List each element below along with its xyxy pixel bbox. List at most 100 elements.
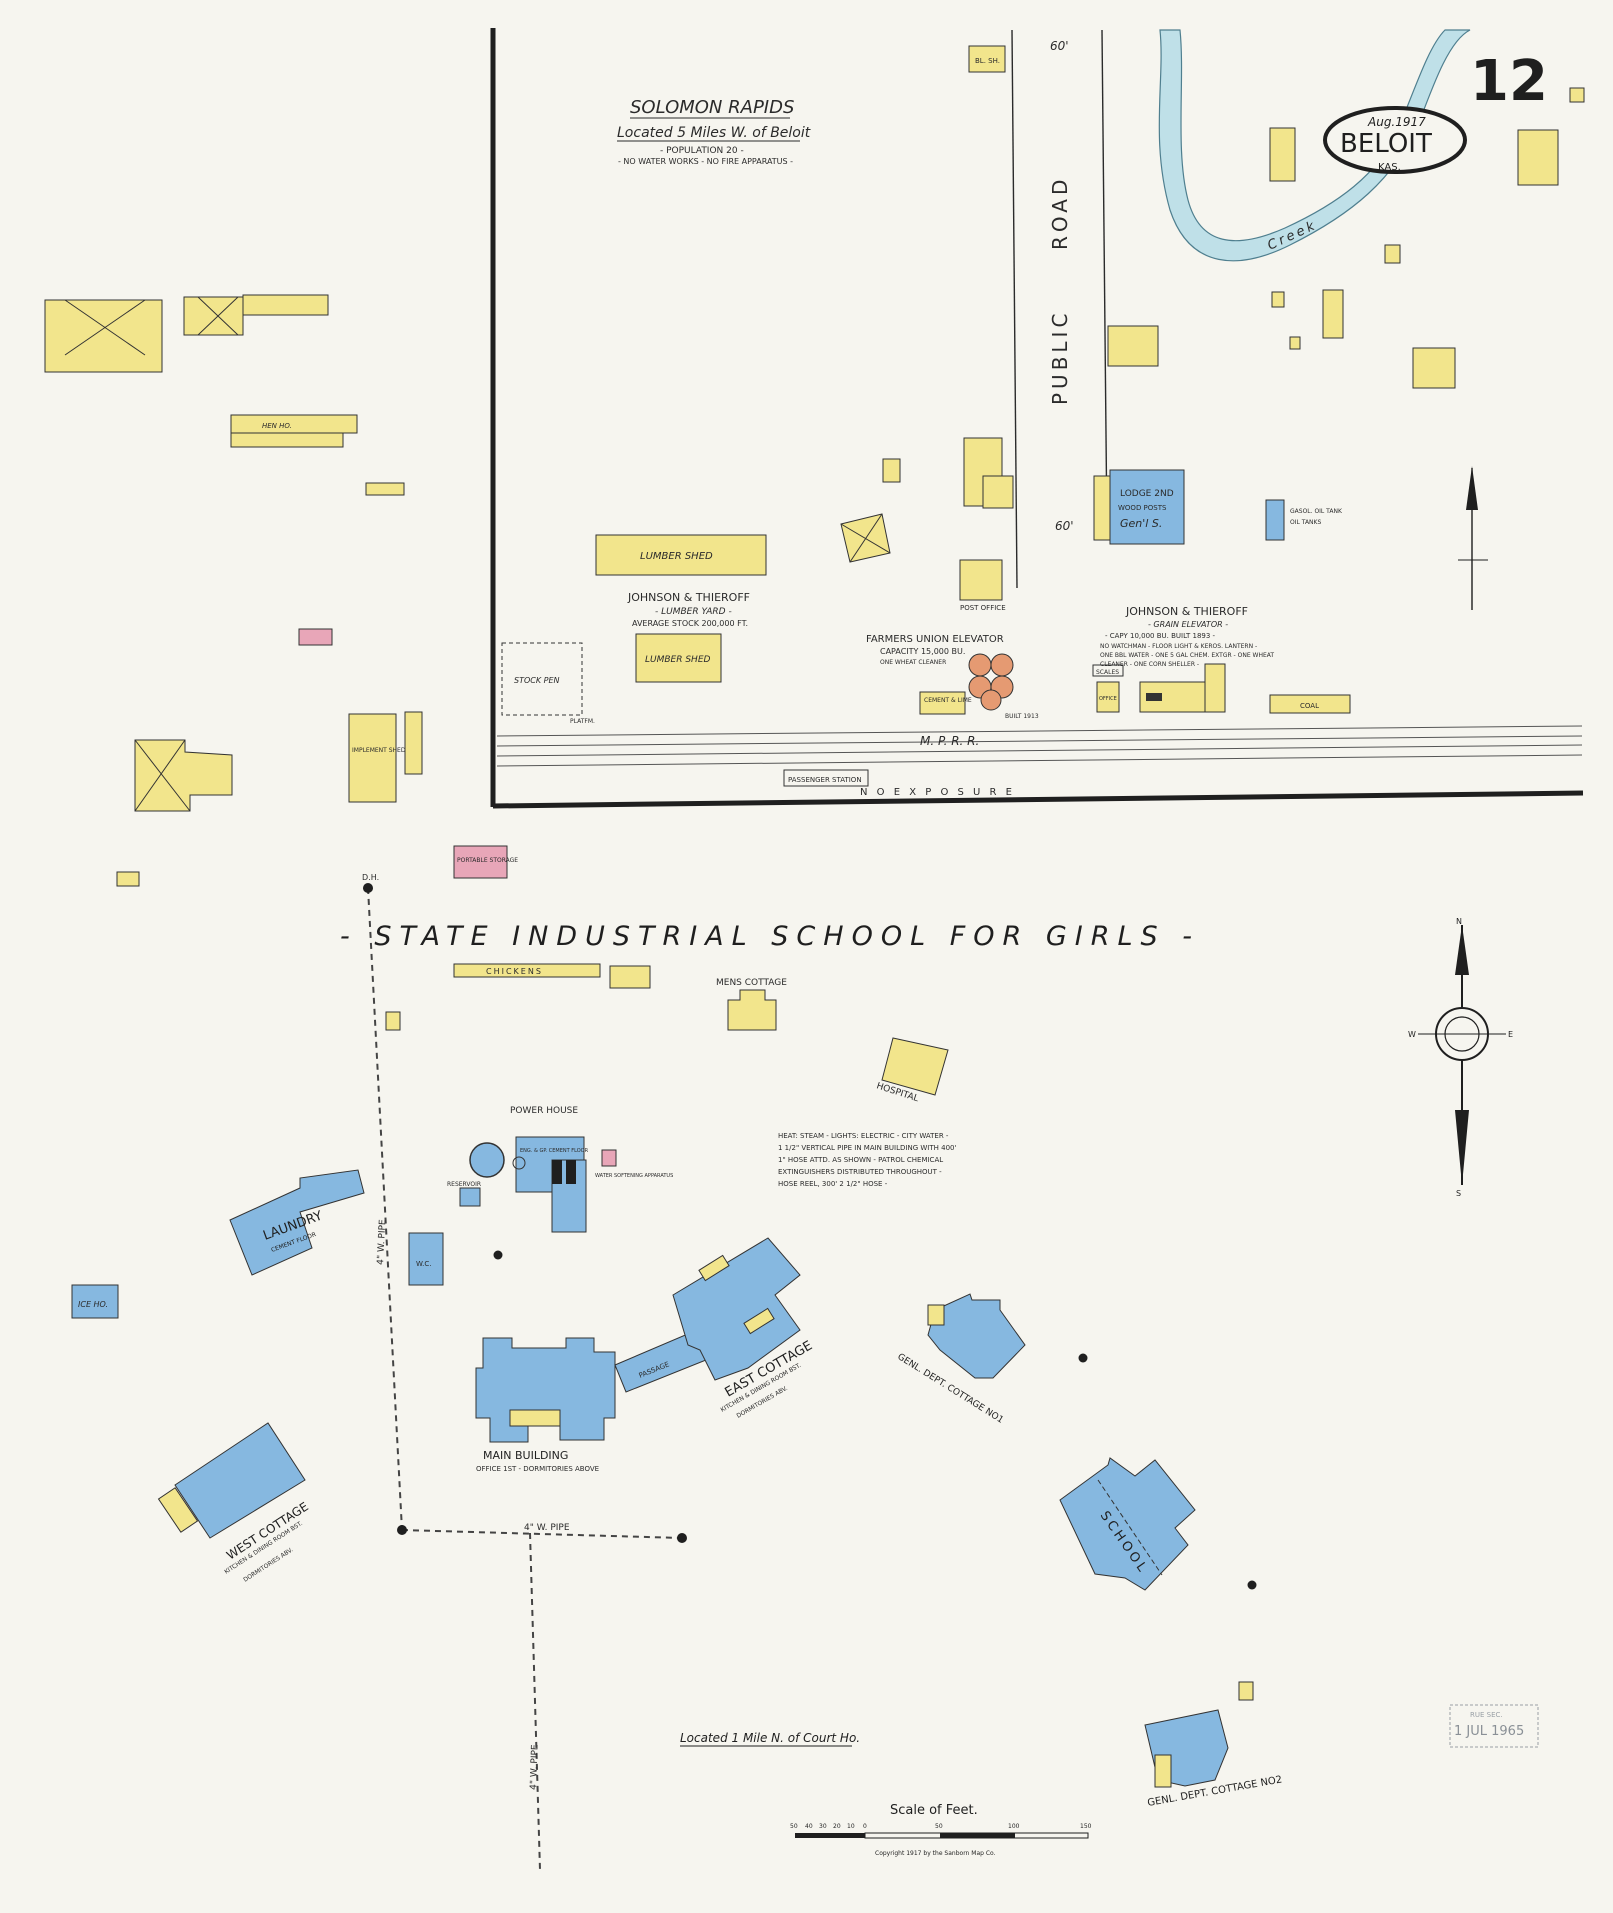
north-arrow-upper [1458, 466, 1488, 610]
chickens-shed [453, 963, 601, 978]
public-road-west-edge [1011, 29, 1018, 589]
scales [1092, 664, 1124, 677]
scale-tick: 0 [863, 1823, 867, 1830]
hydrant-shed [385, 1011, 401, 1031]
solomon-rapids-population: - POPULATION 20 - [660, 146, 744, 156]
scales-label: SCALES [1096, 669, 1119, 676]
elevator-bin [980, 689, 1002, 711]
scale-tick: 50 [790, 1823, 798, 1830]
lumber-shed-1-label: LUMBER SHED [640, 551, 713, 562]
hen-house-wing [230, 432, 344, 448]
barn-2-x2 [197, 296, 239, 336]
water-closet [408, 1232, 444, 1286]
rr-track-3 [496, 744, 1583, 757]
gen-store-label: Gen'l S. [1120, 517, 1162, 530]
boiler-2 [566, 1160, 576, 1184]
water-pipe-main [367, 887, 403, 1531]
compass-needle-south [1455, 1110, 1469, 1185]
dwelling [1412, 347, 1456, 389]
barn-1 [44, 299, 163, 373]
dwelling [982, 475, 1014, 509]
bl-sh-label: BL. SH. [975, 57, 1000, 65]
jt-elevator-note-1: NO WATCHMAN - FLOOR LIGHT & KEROS. LANTE… [1100, 643, 1257, 650]
oil-tank [1265, 499, 1285, 541]
main-building-sub: OFFICE 1ST - DORMITORIES ABOVE [476, 1465, 599, 1473]
oil-tanks-label: OIL TANKS [1290, 519, 1321, 526]
school-title: - STATE INDUSTRIAL SCHOOL FOR GIRLS - [340, 921, 1200, 952]
main-building-label: MAIN BUILDING [483, 1449, 568, 1462]
archive-stamp: RUE SEC. 1 JUL 1965 [1449, 1704, 1539, 1748]
no-exposure-label: N O E X P O S U R E [860, 787, 1015, 798]
compass-e: E [1508, 1030, 1513, 1039]
hen-house [230, 414, 358, 434]
sheet-title-block: 12 Aug.1917 BELOIT KAS. [1323, 49, 1548, 174]
compass-w: W [1408, 1030, 1416, 1039]
lumber-yard-stock: AVERAGE STOCK 200,000 FT. [632, 619, 748, 628]
scale-bar: Scale of Feet. 50 40 30 20 10 0 50 100 1… [790, 1803, 1092, 1857]
dh-marker [397, 1525, 407, 1535]
portable-storage-label: PORTABLE STORAGE [457, 857, 518, 864]
jt-elevator-machinery [1146, 693, 1162, 701]
sheet-city: BELOIT [1340, 129, 1432, 159]
lodge-store-building [1109, 469, 1185, 545]
wc-label: W.C. [416, 1260, 431, 1268]
scale-tick: 10 [847, 1823, 855, 1830]
lodge-porch [1093, 475, 1111, 541]
reservoir [459, 1187, 481, 1207]
public-road-east-edge [1101, 29, 1108, 536]
jt-elevator-annex [1204, 663, 1226, 713]
post-office [959, 559, 1003, 601]
platform-label: PLATFM. [570, 718, 595, 725]
mens-cottage-label: MENS COTTAGE [716, 978, 787, 988]
water-softening-label: WATER SOFTENING APPARATUS [595, 1173, 673, 1179]
lumber-shed-1 [595, 534, 767, 576]
heat-note-5: HOSE REEL, 300' 2 1/2" HOSE - [778, 1180, 888, 1188]
lumber-yard-kind: - LUMBER YARD - [655, 607, 732, 617]
barn-1-x2 [64, 299, 146, 356]
heat-note-4: EXTINGUISHERS DISTRIBUTED THROUGHOUT - [778, 1168, 942, 1176]
reservoir-label: RESERVOIR [447, 1181, 481, 1188]
outbuilding [1322, 289, 1344, 339]
sheet-state: KAS. [1378, 162, 1401, 173]
compass-rose: N S E W [1408, 917, 1513, 1198]
scale-label: Scale of Feet. [890, 1803, 978, 1818]
shed-6-x2 [849, 513, 883, 563]
barn-3-x1 [134, 739, 191, 812]
solomon-rapids-protection: - NO WATER WORKS - NO FIRE APPARATUS - [618, 157, 793, 166]
dh-label: D.H. [362, 873, 379, 882]
scale-tick: 30 [819, 1823, 827, 1830]
creek [1158, 29, 1471, 262]
stamp-line-2: 1 JUL 1965 [1454, 1724, 1524, 1739]
scale-bar-left [795, 1833, 865, 1838]
smokestack [512, 1156, 526, 1170]
lodge-sub-label: WOOD POSTS [1118, 504, 1167, 512]
copyright: Copyright 1917 by the Sanborn Map Co. [875, 1850, 996, 1857]
jt-elevator-kind: - GRAIN ELEVATOR - [1148, 620, 1228, 629]
city-cartouche [1323, 106, 1467, 174]
hydrant-marker [1078, 1353, 1088, 1363]
hydrant-marker [493, 1250, 503, 1260]
cement-lime-label: CEMENT & LIME [924, 697, 972, 704]
farmers-elevator-capacity: CAPACITY 15,000 BU. [880, 647, 965, 656]
implement-shed-label: IMPLEMENT SHED [352, 747, 406, 754]
barn-2 [183, 296, 244, 336]
pipe-label-1: 4" W. PIPE [376, 1219, 388, 1265]
scale-tick: 100 [1008, 1823, 1020, 1830]
stock-pen [501, 642, 583, 716]
genl-dept-cottage-1 [927, 1293, 1026, 1379]
passenger-station [783, 769, 869, 787]
farmers-elevator-built: BUILT 1913 [1005, 713, 1039, 720]
outbuilding [1384, 244, 1401, 264]
scale-tick: 150 [1080, 1823, 1092, 1830]
north-arrow-head [1466, 466, 1478, 510]
sheet-number: 12 [1470, 49, 1548, 114]
boiler-1 [552, 1160, 562, 1184]
implement-shed-annex [404, 711, 423, 775]
office-label: OFFICE [1099, 696, 1117, 702]
implement-shed [348, 713, 397, 803]
water-pipe-cross [401, 1529, 683, 1539]
school-location-note: Located 1 Mile N. of Court Ho. [680, 1731, 860, 1745]
scale-bar-seg [940, 1833, 1015, 1838]
outbuilding [1569, 87, 1585, 103]
